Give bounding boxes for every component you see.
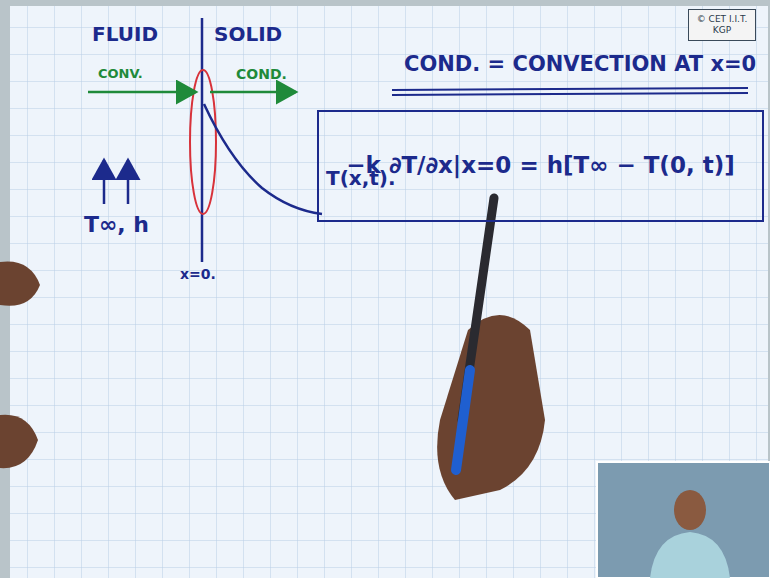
interface-line xyxy=(201,18,204,262)
inset-frame xyxy=(597,462,770,578)
heading-note: COND. = CONVECTION AT x=0 xyxy=(404,52,756,76)
equation-box: −k ∂T/∂x|x=0 = h[T∞ − T(0, t)] xyxy=(317,110,764,222)
conduction-arrow xyxy=(210,91,296,94)
fluid-property-label: T∞, h xyxy=(84,212,149,237)
presenter-inset xyxy=(597,462,770,578)
convection-arrow xyxy=(88,91,196,94)
temperature-profile xyxy=(204,104,322,214)
arrow-label: CONV. xyxy=(98,66,143,81)
logo-text: © CET I.I.T. KGP xyxy=(694,14,750,36)
flow-arrow xyxy=(103,160,106,204)
hand xyxy=(437,315,545,500)
equation-text: −k ∂T/∂x|x=0 = h[T∞ − T(0, t)] xyxy=(346,152,734,180)
hand xyxy=(0,415,38,468)
presenter-head xyxy=(674,490,706,530)
pen-grip xyxy=(456,370,470,470)
underline xyxy=(392,88,748,90)
region-label: FLUID xyxy=(92,22,158,46)
region-label: SOLID xyxy=(214,22,282,46)
logo-box: © CET I.I.T. KGP xyxy=(688,9,756,41)
hand xyxy=(0,261,40,305)
presenter-body xyxy=(650,532,730,578)
underline xyxy=(392,93,748,95)
arrow-label: COND. xyxy=(236,66,287,82)
position-label: x=0. xyxy=(180,266,216,282)
flow-arrow xyxy=(127,160,130,204)
